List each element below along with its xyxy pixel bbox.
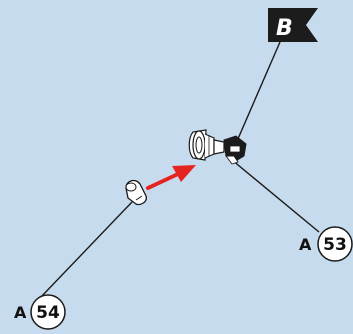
bulb-socket-icon <box>188 129 247 165</box>
callout-a-54: A 54 <box>14 294 66 330</box>
flag-icon: B <box>268 8 318 42</box>
bulb-icon <box>125 179 147 206</box>
callout-letter: A <box>14 303 27 322</box>
callout-a-53: A 53 <box>299 226 353 262</box>
flag-letter: B <box>276 16 293 41</box>
leader-line-53 <box>231 159 320 233</box>
insert-direction-arrow <box>146 165 196 190</box>
callout-number: 54 <box>36 303 60 323</box>
callout-number: 53 <box>323 235 347 255</box>
leader-line-flag <box>233 41 281 149</box>
leader-line-54 <box>39 201 133 299</box>
callout-letter: A <box>299 235 312 254</box>
